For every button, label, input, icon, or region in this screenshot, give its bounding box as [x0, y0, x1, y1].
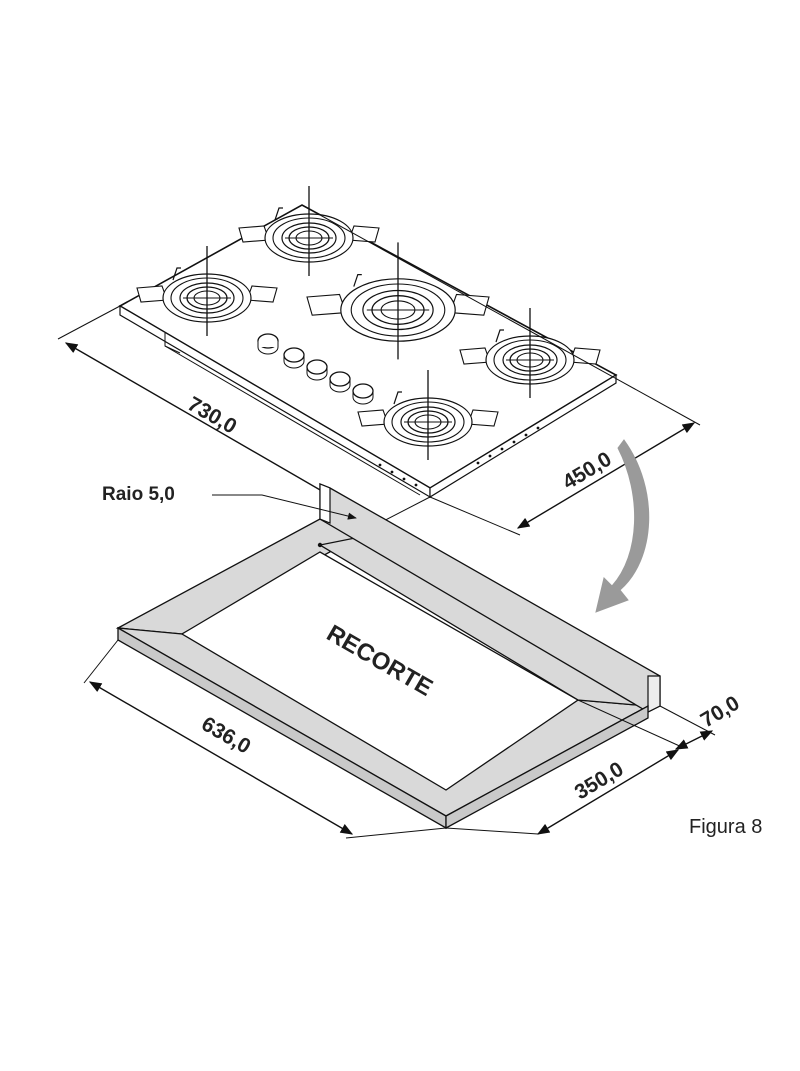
radius-callout: Raio 5,0	[102, 484, 357, 520]
burner-4	[459, 308, 601, 398]
grate-hook	[353, 274, 362, 287]
cooktop	[118, 186, 618, 499]
grate-arm	[306, 293, 347, 316]
burner-1	[238, 186, 380, 276]
grate-hook	[495, 329, 504, 343]
grate-hook	[393, 391, 402, 405]
countertop-cutout: RECORTE	[115, 483, 661, 830]
radius-label: Raio 5,0	[102, 484, 175, 505]
dimension-rear-clearance: 70,0	[659, 692, 744, 750]
figure-caption: Figura 8	[689, 816, 762, 838]
burner-3	[306, 242, 490, 360]
grate-hook	[172, 267, 181, 281]
grate-hook	[274, 207, 283, 221]
burner-2	[136, 246, 278, 336]
dimension-label-730: 730,0	[184, 392, 241, 438]
dimension-label-636: 636,0	[198, 712, 255, 758]
dimension-label-70: 70,0	[697, 692, 744, 733]
placement-arrow	[595, 439, 650, 613]
